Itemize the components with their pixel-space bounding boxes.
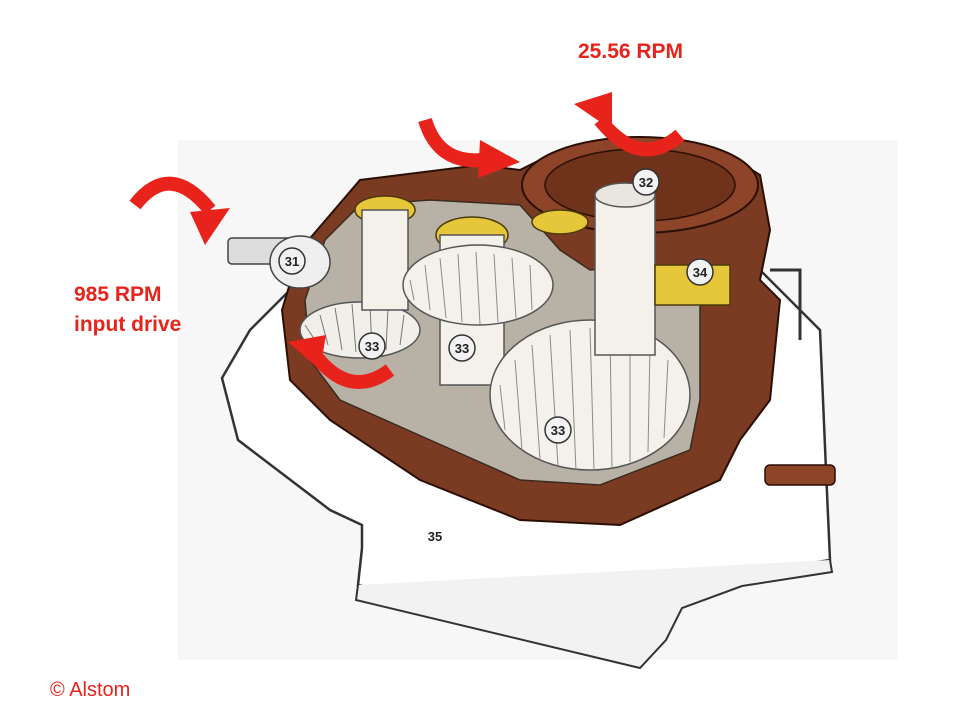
base-plate-edge xyxy=(354,559,834,670)
svg-text:33: 33 xyxy=(455,341,469,356)
rotation-arrow-output xyxy=(574,92,685,157)
output-bearing xyxy=(531,209,589,235)
copyright-notice: © Alstom xyxy=(50,679,131,701)
callout-33-bevel: 33 xyxy=(358,332,386,360)
bevel-gear xyxy=(299,301,421,359)
upper-left-shaft xyxy=(361,209,409,311)
output-shaft xyxy=(594,194,656,356)
output-speed-label: 25.56 RPM xyxy=(578,40,684,63)
svg-text:33: 33 xyxy=(551,423,565,438)
svg-text:35: 35 xyxy=(428,529,442,544)
svg-text:33: 33 xyxy=(365,339,379,354)
output-helical-gear xyxy=(489,319,691,471)
callout-33-intermediate: 33 xyxy=(448,334,476,362)
svg-text:34: 34 xyxy=(693,265,708,280)
side-fitting xyxy=(764,464,836,486)
callout-33-output: 33 xyxy=(544,416,572,444)
input-drive-label: input drive xyxy=(74,313,182,336)
rotation-arrow-input xyxy=(129,176,230,245)
input-speed-label: 985 RPM xyxy=(74,283,162,306)
callout-31: 31 xyxy=(278,247,306,275)
svg-text:31: 31 xyxy=(285,254,299,269)
svg-text:32: 32 xyxy=(639,175,653,190)
callout-32: 32 xyxy=(632,168,660,196)
lubrication-pipe xyxy=(770,268,802,340)
callout-34: 34 xyxy=(686,258,714,286)
callout-35: 35 xyxy=(428,529,442,544)
rotation-arrow-top-left xyxy=(418,117,520,178)
intermediate-gear-teeth xyxy=(409,251,533,325)
rotation-arrow-bevel xyxy=(288,335,395,389)
